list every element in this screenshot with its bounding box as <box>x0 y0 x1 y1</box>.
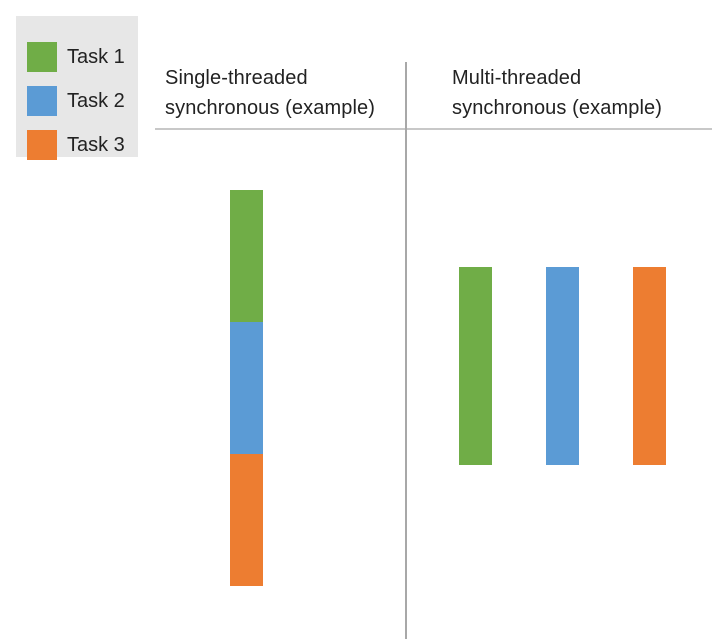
legend-label-task-1: Task 1 <box>67 46 125 68</box>
task-2-swatch <box>27 86 57 116</box>
multi-thread-task-2-bar <box>546 267 579 465</box>
multi-thread-task-3-bar <box>633 267 666 465</box>
column-divider <box>405 62 407 639</box>
multi-thread-task-1-bar <box>459 267 492 465</box>
legend-label-task-2: Task 2 <box>67 90 125 112</box>
single-thread-task-2-bar <box>230 322 263 454</box>
single-threaded-title-line-1: Single-threaded <box>165 67 308 89</box>
header-divider <box>155 128 712 130</box>
single-thread-task-3-bar <box>230 454 263 586</box>
task-1-swatch <box>27 42 57 72</box>
task-3-swatch <box>27 130 57 160</box>
multi-threaded-title-line-2: synchronous (example) <box>452 97 662 119</box>
single-threaded-title-line-2: synchronous (example) <box>165 97 375 119</box>
legend-label-task-3: Task 3 <box>67 134 125 156</box>
legend-item-task-3: Task 3 <box>27 130 135 160</box>
multi-threaded-title-line-1: Multi-threaded <box>452 67 582 89</box>
legend-item-task-1: Task 1 <box>27 42 135 72</box>
legend-item-task-2: Task 2 <box>27 86 135 116</box>
legend: Task 1 Task 2 Task 3 <box>16 16 138 160</box>
single-thread-task-1-bar <box>230 190 263 322</box>
